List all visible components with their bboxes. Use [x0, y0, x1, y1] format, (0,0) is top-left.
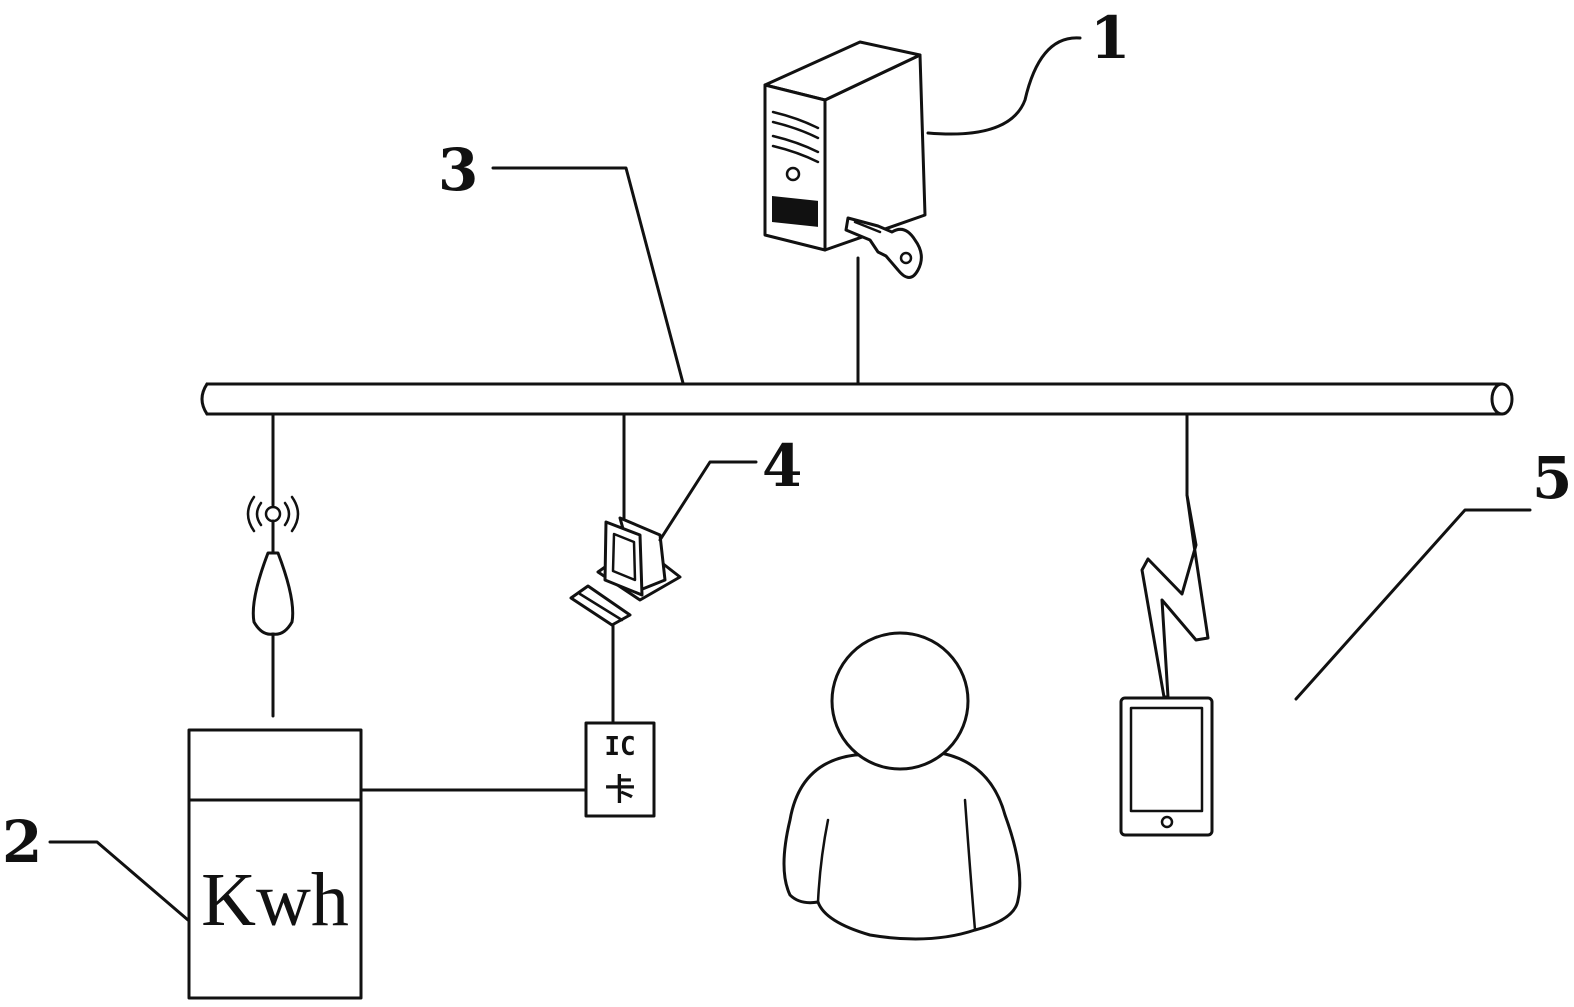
meter-unit-text: Kwh	[201, 858, 349, 942]
wireless-link-icon	[1140, 493, 1210, 699]
leader-1	[926, 36, 1082, 136]
label-4: 4	[762, 432, 802, 500]
ic-card-line1: IC	[604, 732, 635, 762]
label-5: 5	[1532, 444, 1572, 512]
key-icon	[844, 216, 923, 279]
label-2: 2	[2, 808, 42, 876]
leader-3	[491, 166, 685, 385]
ic-card-line2: 卡	[605, 773, 635, 808]
leader-2	[48, 840, 190, 922]
network-bus	[200, 382, 1514, 416]
person-icon	[782, 631, 1022, 941]
label-3: 3	[438, 136, 478, 204]
wireless-antenna-icon	[246, 495, 300, 636]
server-tower-icon	[763, 40, 927, 252]
leader-5	[1294, 508, 1532, 701]
mobile-phone-icon	[1119, 696, 1214, 837]
desktop-computer-icon	[569, 516, 682, 627]
electric-meter	[187, 728, 363, 1000]
label-1: 1	[1090, 4, 1130, 72]
leader-4	[658, 460, 758, 542]
ic-card	[584, 721, 656, 818]
